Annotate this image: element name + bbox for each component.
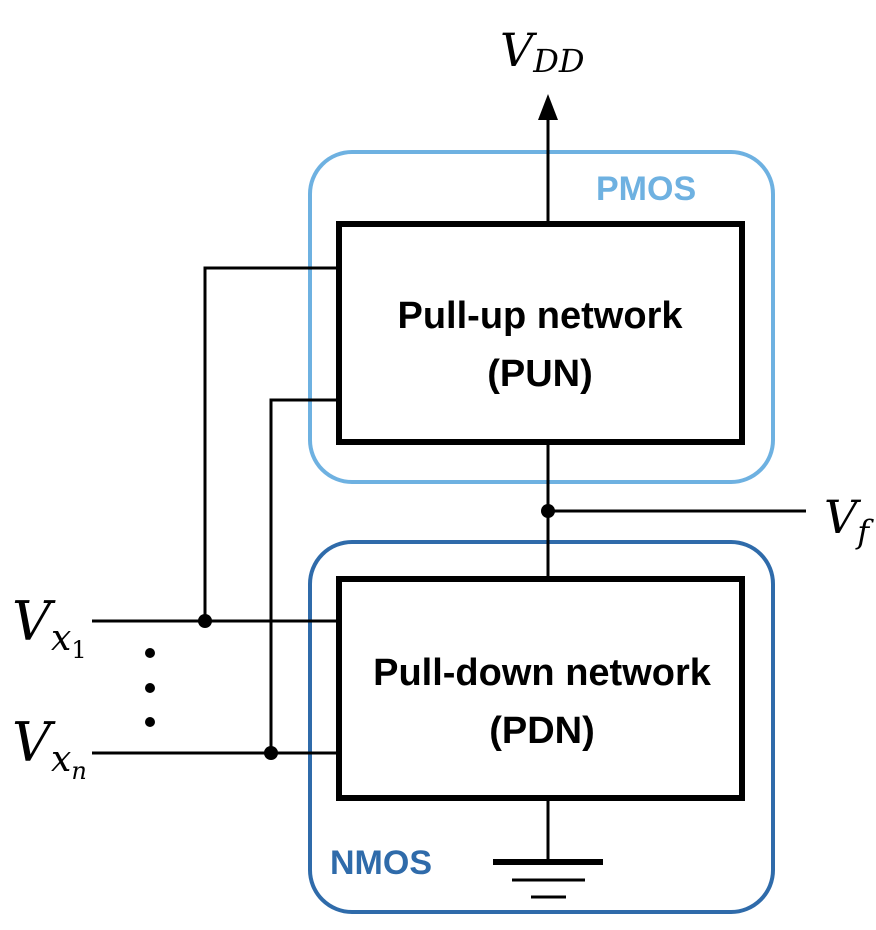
ground-symbol-icon: [493, 798, 603, 899]
vdd-label: VDD: [500, 23, 585, 80]
input-xn-junction-dot: [264, 746, 278, 760]
nmos-label: NMOS: [330, 844, 432, 882]
ellipsis-dot: [145, 648, 155, 658]
pull-up-network-block: [336, 221, 745, 445]
input-x1-label: Vx1: [12, 590, 87, 664]
pdn-abbreviation: (PDN): [489, 710, 595, 752]
pull-down-network-block: [336, 576, 745, 801]
vf-label: Vf: [824, 490, 874, 551]
input-xn-label: Vxn: [12, 711, 87, 785]
vdd-arrow-icon: [538, 94, 558, 120]
pun-title: Pull-up network: [398, 295, 684, 337]
input-x1-junction-dot: [198, 614, 212, 628]
ellipsis-dot: [145, 683, 155, 693]
input-xn-branch-wire: [269, 398, 339, 753]
pdn-title: Pull-down network: [373, 652, 712, 694]
nmos-group-box: [308, 540, 775, 914]
input-ellipsis-icon: [145, 648, 155, 727]
input-x1-branch-wire: [203, 266, 339, 621]
output-junction-dot: [541, 504, 555, 518]
pmos-label: PMOS: [596, 170, 696, 208]
ellipsis-dot: [145, 717, 155, 727]
pun-abbreviation: (PUN): [487, 353, 593, 395]
pmos-group-box: [308, 150, 775, 484]
